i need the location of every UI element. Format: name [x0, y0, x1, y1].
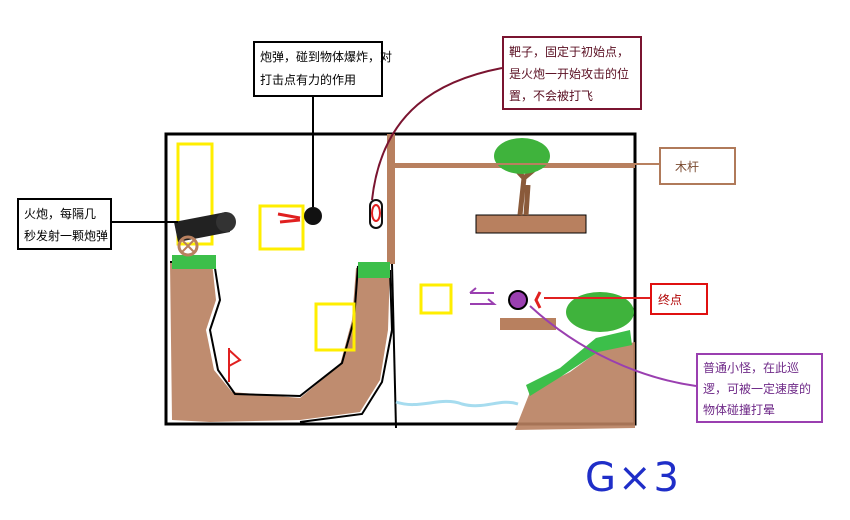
target-leader — [371, 67, 503, 201]
patrol-arrows — [469, 287, 497, 305]
tree-canopy — [494, 138, 550, 174]
level-frame — [164, 132, 637, 426]
monster-annotation-line-3: 物体碰撞打晕 — [703, 403, 776, 417]
cannon-icon — [174, 212, 236, 257]
monster-annotation: 普通小怪，在此巡 逻，可被一定速度的 物体碰撞打晕 — [696, 353, 823, 423]
endpoint-platform — [500, 318, 556, 330]
right-rock-cliff — [515, 342, 635, 430]
monster-annotation-line-1: 普通小怪，在此巡 — [703, 361, 800, 375]
endpoint-annotation: 终点 — [650, 283, 708, 315]
endpoint-mark — [534, 291, 542, 309]
right-grass-patch — [526, 330, 632, 396]
monster-leader — [529, 305, 697, 387]
left-rock-cliff — [170, 262, 390, 422]
cannon-annotation-line-1: 火炮，每隔几 — [24, 207, 97, 221]
yellow-box-1 — [176, 142, 214, 246]
endpoint-annotation-text: 终点 — [658, 293, 683, 307]
pole-annotation-text: 木杆 — [675, 160, 700, 174]
flag-icon — [228, 348, 242, 382]
target-annotation-line-3: 置，不会被打飞 — [509, 89, 594, 103]
target-annotation-line-1: 靶子，固定于初始点， — [509, 45, 630, 59]
cannon-annotation-line-2: 秒发射一颗炮弹 — [24, 229, 109, 243]
monster-annotation-line-2: 逻，可被一定速度的 — [703, 382, 812, 396]
center-divider — [391, 263, 397, 429]
left-grass-patch — [172, 255, 216, 269]
target-icon — [369, 199, 383, 229]
shell-annotation: 炮弹，碰到物体爆炸，对 打击点有力的作用 — [253, 41, 393, 97]
shell-annotation-line-2: 打击点有力的作用 — [260, 73, 357, 87]
left-rock-outline — [170, 261, 394, 423]
tree-platform — [475, 214, 587, 234]
water-stream — [395, 399, 519, 408]
target-annotation: 靶子，固定于初始点， 是火炮一开始攻击的位 置，不会被打飞 — [502, 36, 642, 110]
shell-icon — [277, 207, 322, 225]
pole-annotation: 木杆 — [659, 147, 736, 185]
target-annotation-line-2: 是火炮一开始攻击的位 — [509, 67, 630, 81]
monster-icon — [508, 290, 528, 310]
shell-annotation-line-1: 炮弹，碰到物体爆炸，对 — [260, 50, 393, 64]
yellow-box-4 — [419, 283, 453, 315]
handwritten-label: G×3 — [585, 455, 681, 501]
wooden-pole — [387, 134, 395, 264]
bush — [566, 292, 634, 332]
yellow-box-2 — [258, 204, 305, 251]
cannon-annotation: 火炮，每隔几 秒发射一颗炮弹 — [17, 198, 112, 250]
middle-grass-patch — [358, 262, 390, 278]
yellow-box-3 — [314, 302, 356, 352]
